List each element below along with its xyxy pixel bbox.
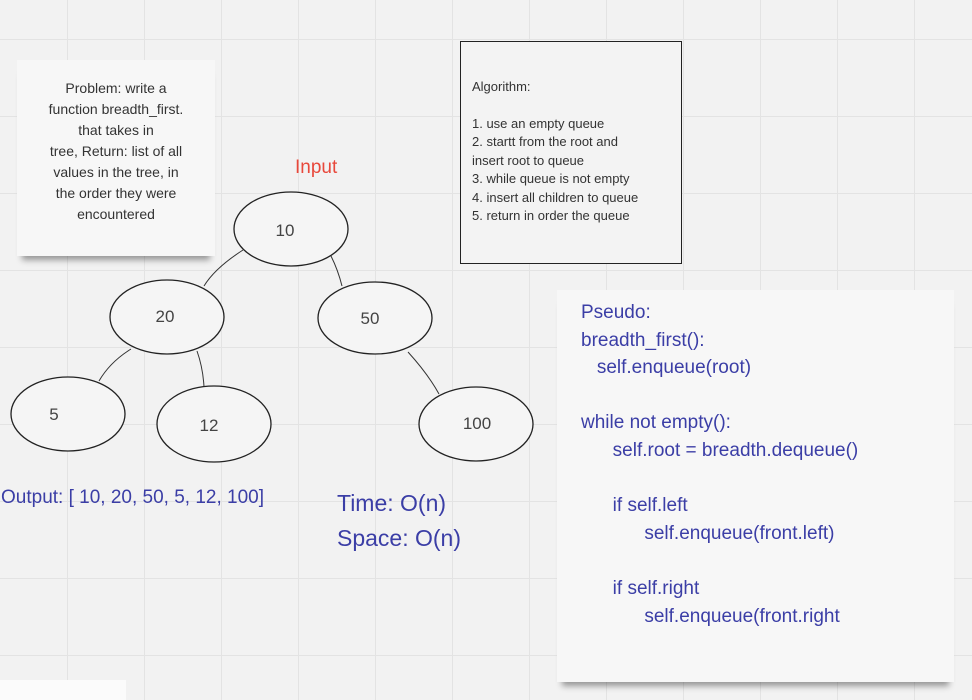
pseudocode-line: breadth_first():	[581, 329, 705, 351]
space-complexity: Space: O(n)	[337, 525, 461, 551]
pseudocode-line: if self.right	[581, 577, 700, 599]
output-text: Output: [ 10, 20, 50, 5, 12, 100]	[1, 487, 265, 508]
algorithm-step: 5. return in order the queue	[472, 208, 630, 223]
algorithm-step: 2. startt from the root and	[472, 134, 618, 149]
problem-line: tree, Return: list of all	[49, 143, 183, 159]
pseudocode-line: self.enqueue(root)	[581, 357, 752, 379]
pseudocode-line: if self.left	[581, 495, 688, 517]
problem-line: Problem: write a	[65, 80, 167, 96]
tree-node[interactable]	[156, 385, 272, 463]
tree-node-label: 5	[49, 405, 58, 424]
tree-node-label: 100	[463, 414, 491, 433]
pseudocode-line	[581, 382, 954, 410]
tree-node-label: 10	[276, 221, 295, 240]
pseudocode-line: Pseudo:	[581, 302, 651, 323]
pseudocode-line: self.root = breadth.dequeue()	[581, 439, 859, 461]
tree-edge	[98, 348, 132, 382]
problem-line: function breadth_first.	[48, 101, 184, 117]
tree-node[interactable]	[10, 376, 126, 452]
algorithm-step: 1. use an empty queue	[472, 115, 605, 131]
algorithm-step: insert root to queue	[472, 152, 585, 168]
tree-edge	[203, 249, 244, 287]
algorithm-step: 3. while queue is not empty	[472, 171, 630, 186]
algorithm-step: 4. insert all children to queue	[472, 189, 639, 205]
problem-line: the order they were	[55, 185, 177, 201]
pseudocode-sticky-note[interactable]: Pseudo: breadth_first(): self.enqueue(ro…	[557, 290, 954, 682]
pseudocode-line: while not empty():	[581, 412, 731, 434]
problem-line: that takes in	[78, 122, 154, 138]
blank-sticky-note[interactable]	[0, 680, 126, 700]
tree-node[interactable]	[109, 279, 225, 355]
pseudocode-line: self.enqueue(front.right	[581, 605, 840, 627]
tree-node[interactable]	[317, 281, 433, 355]
tree-node-label: 50	[361, 309, 380, 328]
tree-edge	[330, 255, 343, 287]
complexity-block: Time: O(n) Space: O(n)	[337, 486, 461, 556]
tree-node[interactable]	[418, 386, 534, 462]
tree-edge	[407, 351, 440, 395]
tree-node-label: 12	[200, 416, 219, 435]
algorithm-title: Algorithm:	[472, 79, 531, 94]
algorithm-box[interactable]: Algorithm: 1. use an empty queue 2. star…	[460, 41, 682, 264]
tree-edge	[196, 350, 205, 388]
tree-node[interactable]	[233, 191, 349, 267]
problem-line: values in the tree, in	[53, 164, 179, 180]
pseudocode-line: self.enqueue(front.left)	[581, 522, 835, 544]
input-label: Input	[295, 157, 338, 178]
pseudocode-line	[581, 465, 954, 493]
pseudocode-line	[581, 547, 954, 575]
time-complexity: Time: O(n)	[337, 490, 447, 516]
tree-node-label: 20	[156, 307, 175, 326]
problem-sticky-note[interactable]: Problem: write a function breadth_first.…	[17, 60, 215, 256]
problem-line: encountered	[77, 206, 155, 222]
